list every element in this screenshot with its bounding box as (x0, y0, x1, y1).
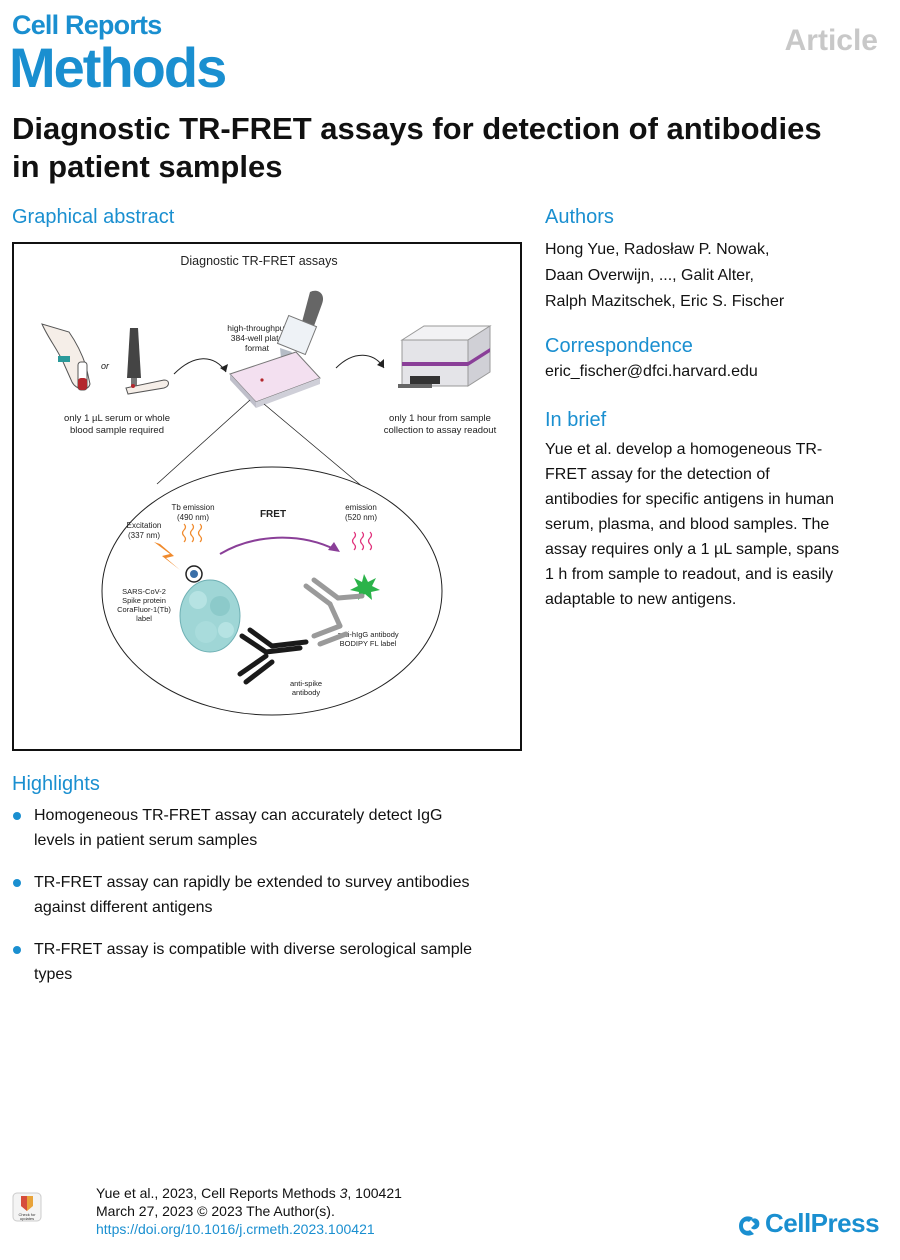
cellpress-wordmark: CellPress (765, 1208, 880, 1238)
highlight-line: levels in patient serum samples (34, 832, 258, 849)
paper-title: Diagnostic TR-FRET assays for detection … (12, 111, 822, 184)
spike-label-line1: SARS-CoV-2 (122, 587, 166, 596)
anti-spike-antibody-icon (237, 627, 309, 685)
anti-igg-label-line2: BODIPY FL label (340, 639, 397, 648)
hand-icon (41, 323, 91, 391)
time-label-line2: collection to assay readout (384, 425, 497, 436)
correspondence-email-link[interactable]: eric_fischer@dfci.harvard.edu (545, 363, 758, 380)
cellpress-logo[interactable]: CellPress (735, 1208, 885, 1240)
authors-heading: Authors (545, 206, 614, 228)
highlight-item: Homogeneous TR-FRET assay can accurately… (12, 803, 527, 853)
graphical-abstract-figure: Diagnostic TR-FRET assays or high-throug… (12, 242, 522, 751)
tb-emission-label-line1: Tb emission (171, 503, 214, 512)
citation-article: , 100421 (347, 1185, 402, 1201)
in-brief-heading: In brief (545, 409, 607, 431)
flow-arrow-2 (335, 354, 385, 369)
highlight-line: TR-FRET assay is compatible with diverse… (34, 941, 473, 958)
finger-icon (125, 379, 169, 395)
anti-igg-label-line1: anti-hIgG antibody (337, 630, 399, 639)
citation-footer: Yue et al., 2023, Cell Reports Methods 3… (96, 1184, 402, 1238)
fret-arrow-head (328, 542, 340, 552)
citation-line: Yue et al., 2023, Cell Reports Methods 3… (96, 1184, 402, 1202)
highlight-line: Homogeneous TR-FRET assay can accurately… (34, 807, 443, 824)
excitation-label-line1: Excitation (127, 521, 162, 530)
in-brief-line: Yue et al. develop a homogeneous TR- (545, 441, 823, 458)
bodipy-star-icon (350, 574, 380, 600)
sample-label-line1: only 1 µL serum or whole (64, 413, 170, 424)
doi-link[interactable]: https://doi.org/10.1016/j.crmeth.2023.10… (96, 1221, 375, 1237)
zoom-ellipse (101, 466, 443, 716)
spike-label-line2: Spike protein (122, 596, 166, 605)
flow-arrow-1 (173, 358, 227, 375)
well-plate-icon (229, 351, 321, 408)
highlights-heading: Highlights (12, 773, 100, 795)
flow-arrow-1-head (220, 364, 228, 372)
in-brief-line: FRET assay for the detection of (545, 466, 770, 483)
emission-label-line1: emission (345, 503, 377, 512)
highlight-item: TR-FRET assay is compatible with diverse… (12, 937, 527, 987)
anti-spike-label-line2: antibody (292, 688, 321, 697)
graphical-abstract-svg: Diagnostic TR-FRET assays or high-throug… (41, 254, 497, 716)
in-brief-text: Yue et al. develop a homogeneous TR- FRE… (545, 437, 890, 612)
sample-label-line2: blood sample required (70, 425, 164, 436)
spike-label-line4: label (136, 614, 152, 623)
zoom-line-left (156, 399, 251, 485)
authors-line: Daan Overwijn, ..., Galit Alter, (545, 267, 754, 284)
publication-date: March 27, 2023 © 2023 The Author(s). (96, 1203, 335, 1219)
citation-volume: 3 (339, 1185, 348, 1201)
plate-reader-icon (398, 325, 492, 388)
highlight-line: against different antigens (34, 899, 213, 916)
graphical-abstract-heading: Graphical abstract (12, 206, 175, 228)
plate-label-line3: format (245, 343, 270, 353)
badge-text-line2: updates (20, 1216, 34, 1221)
zoom-line-right (263, 403, 377, 499)
figure-title: Diagnostic TR-FRET assays (180, 254, 337, 268)
emission-label-line2: (520 nm) (345, 513, 377, 522)
journal-name-line2: Methods (9, 36, 227, 99)
highlight-item: TR-FRET assay can rapidly be extended to… (12, 870, 527, 920)
spike-label-line3: CoraFluor-1(Tb) (117, 605, 171, 614)
cellpress-mark-icon (739, 1216, 760, 1236)
authors-line: Hong Yue, Radosław P. Nowak, (545, 241, 770, 258)
acceptor-emission-wave-icon (351, 531, 373, 551)
tb-emission-wave-icon (181, 523, 203, 543)
bullet-icon (13, 812, 21, 820)
fret-label: FRET (260, 509, 286, 520)
anti-spike-label-line1: anti-spike (290, 679, 322, 688)
citation-text: Yue et al., 2023, Cell Reports Methods (96, 1185, 340, 1201)
time-label-line1: only 1 hour from sample (389, 413, 491, 424)
plate-label-line1: high-throughput (227, 323, 287, 333)
anti-igg-antibody-icon (303, 577, 365, 647)
or-label: or (101, 361, 110, 371)
bullet-icon (13, 879, 21, 887)
authors-list: Hong Yue, Radosław P. Nowak, Daan Overwi… (545, 237, 885, 315)
badge-text-line1: Check for (18, 1212, 36, 1217)
article-type-label: Article (784, 24, 878, 57)
flow-arrow-2-head (377, 359, 384, 368)
in-brief-line: serum, plasma, and blood samples. The (545, 516, 830, 533)
excitation-label-line2: (337 nm) (128, 531, 160, 540)
in-brief-line: assay requires only a 1 µL sample, spans (545, 541, 840, 558)
fret-arrow (219, 536, 337, 555)
in-brief-line: antibodies for specific antigens in huma… (545, 491, 835, 508)
correspondence-heading: Correspondence (545, 335, 693, 357)
pipette-icon (276, 290, 324, 368)
in-brief-line: adaptable to new antigens. (545, 591, 737, 608)
highlights-list: Homogeneous TR-FRET assay can accurately… (12, 803, 527, 1004)
lancet-icon (127, 328, 141, 386)
bullet-icon (13, 946, 21, 954)
check-for-updates-icon[interactable]: Check for updates (12, 1192, 42, 1222)
authors-line: Ralph Mazitschek, Eric S. Fischer (545, 293, 785, 310)
highlight-line: types (34, 966, 73, 983)
spike-protein-icon (179, 579, 241, 653)
highlight-line: TR-FRET assay can rapidly be extended to… (34, 874, 470, 891)
journal-name-line1: Cell Reports (12, 10, 162, 40)
lightning-icon (154, 542, 180, 570)
in-brief-line: 1 h from sample to readout, and is easil… (545, 566, 834, 583)
tb-emission-label-line2: (490 nm) (177, 513, 209, 522)
plate-label-line2: 384-well plate (231, 333, 284, 343)
